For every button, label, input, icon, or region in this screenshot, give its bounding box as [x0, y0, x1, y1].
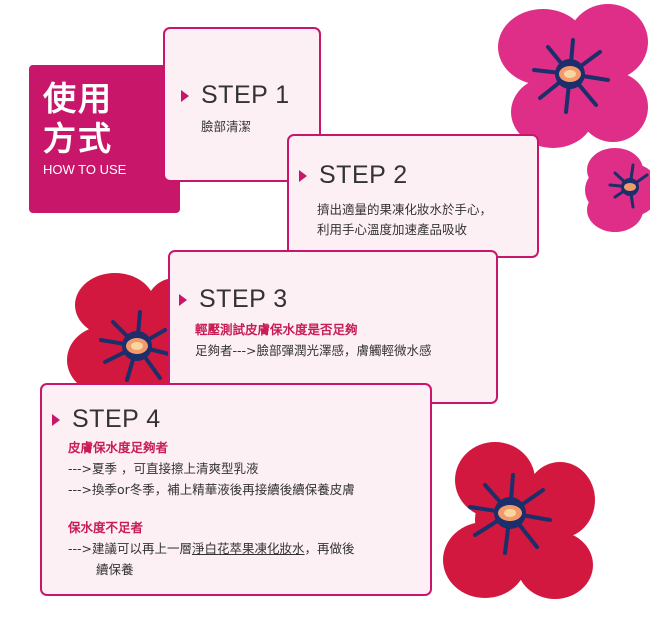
- pink-flower-small-decoration: [585, 148, 650, 232]
- product-link[interactable]: 淨白花萃果凍化妝水: [192, 541, 305, 556]
- title-line-2: 方式: [43, 119, 113, 158]
- step-3-title: STEP 3: [199, 285, 288, 313]
- triangle-bullet-icon: [179, 293, 187, 306]
- step-3-header: STEP 3: [179, 285, 288, 314]
- step-1-title: STEP 1: [201, 81, 290, 109]
- insufficient-suffix: ，再做後: [304, 541, 355, 556]
- step-4-sufficient-line-2: --->換季or冬季，補上精華液後再接續後續保養皮膚: [68, 482, 355, 497]
- step-4-sufficient-heading: 皮膚保水度足夠者: [68, 440, 169, 455]
- step-3-text: 足夠者--->臉部彈潤光澤感，膚觸輕微水感: [195, 343, 432, 358]
- step-4-title: STEP 4: [72, 405, 161, 433]
- pink-flower-decoration: [498, 4, 648, 148]
- step-3-heading: 輕壓測試皮膚保水度是否足夠: [195, 322, 358, 337]
- insufficient-prefix: --->建議可以再上一層: [68, 541, 193, 556]
- step-4-sufficient-line-1: --->夏季 ，可直接擦上清爽型乳液: [68, 461, 259, 476]
- step-2-title: STEP 2: [319, 161, 408, 189]
- title-chinese: 使用 方式: [43, 79, 113, 159]
- step-4-card: STEP 4 皮膚保水度足夠者 --->夏季 ，可直接擦上清爽型乳液 --->換…: [40, 383, 432, 596]
- step-3-card: STEP 3 輕壓測試皮膚保水度是否足夠 足夠者--->臉部彈潤光澤感，膚觸輕微…: [168, 250, 498, 404]
- step-2-header: STEP 2: [299, 161, 408, 190]
- red-flower-right-decoration: [443, 442, 595, 599]
- step-2-text-line-1: 擠出適量的果凍化妝水於手心，: [317, 202, 493, 217]
- how-to-use-title-box: 使用 方式 HOW TO USE: [29, 65, 180, 213]
- step-4-insufficient-heading: 保水度不足者: [68, 520, 144, 535]
- title-english: HOW TO USE: [43, 162, 127, 177]
- step-4-insufficient-line-2: 續保養: [96, 562, 134, 577]
- triangle-bullet-icon: [299, 169, 307, 182]
- triangle-bullet-icon: [52, 413, 60, 426]
- step-2-text-line-2: 利用手心溫度加速產品吸收: [317, 222, 468, 237]
- title-line-1: 使用: [43, 79, 113, 118]
- step-4-insufficient-line-1: --->建議可以再上一層淨白花萃果凍化妝水，再做後: [68, 539, 355, 559]
- step-4-header: STEP 4: [52, 405, 161, 434]
- step-2-card: STEP 2 擠出適量的果凍化妝水於手心， 利用手心溫度加速產品吸收: [287, 134, 539, 258]
- triangle-bullet-icon: [181, 89, 189, 102]
- step-1-header: STEP 1: [181, 81, 290, 110]
- step-1-text: 臉部清潔: [201, 119, 252, 134]
